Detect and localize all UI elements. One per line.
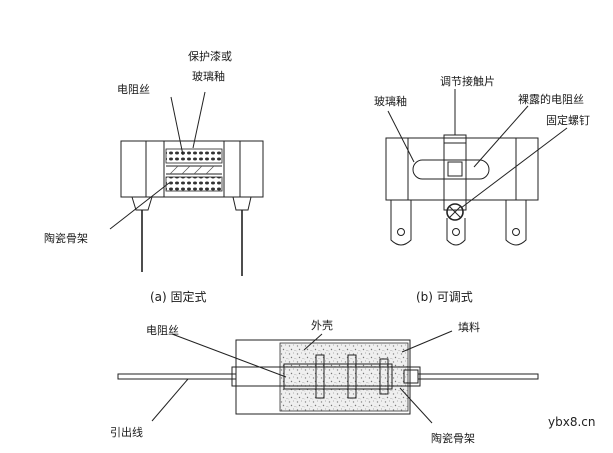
ceramic-frame-tube [231,366,421,387]
label-fixing-screw: 固定螺钉 [546,113,590,127]
label-resistance-wire-c: 电阻丝 [146,324,179,337]
label-ceramic-frame-a: 陶瓷骨架 [44,231,88,245]
fixed-resistor: 保护漆或 玻璃釉 电阻丝 陶瓷骨架 (a) 固定式 [44,49,264,304]
outer-shell [235,339,411,415]
label-outer-shell: 外壳 [311,318,333,332]
terminal-right [505,200,527,246]
caption-adjustable: (b) 可调式 [416,290,473,304]
label-ceramic-frame-c: 陶瓷骨架 [431,431,475,445]
caption-fixed: (a) 固定式 [150,289,207,304]
label-lead-wire: 引出线 [110,425,143,439]
tubular-resistor: 电阻丝 外壳 填料 引出线 陶瓷骨架 [110,318,539,445]
adjustment-slider [443,134,467,211]
lead-wire-left [117,373,237,380]
terminal-left [390,200,412,246]
fixing-screw [446,203,464,221]
coil-winding-top [165,148,223,164]
label-glass-glaze: 玻璃釉 [374,94,407,108]
label-filler: 填料 [458,320,480,334]
filler-material [279,342,409,412]
coil-winding-bottom [165,176,223,192]
terminal-middle [446,218,466,246]
lead-wire-right [417,373,539,380]
exposed-wire-slot [412,159,490,180]
label-resistance-wire-a: 电阻丝 [117,83,150,96]
label-adjustment-slider: 调节接触片 [440,74,495,88]
label-coating-line1: 保护漆或 [188,49,232,63]
label-exposed-wire: 裸露的电阻丝 [518,92,584,106]
watermark: ybx8.cn [548,415,595,429]
label-coating-line2: 玻璃釉 [192,69,225,83]
adjustable-resistor: 玻璃釉 调节接触片 裸露的电阻丝 固定螺钉 (b) 可调式 [374,74,590,304]
adjustable-resistor-body [385,137,539,201]
